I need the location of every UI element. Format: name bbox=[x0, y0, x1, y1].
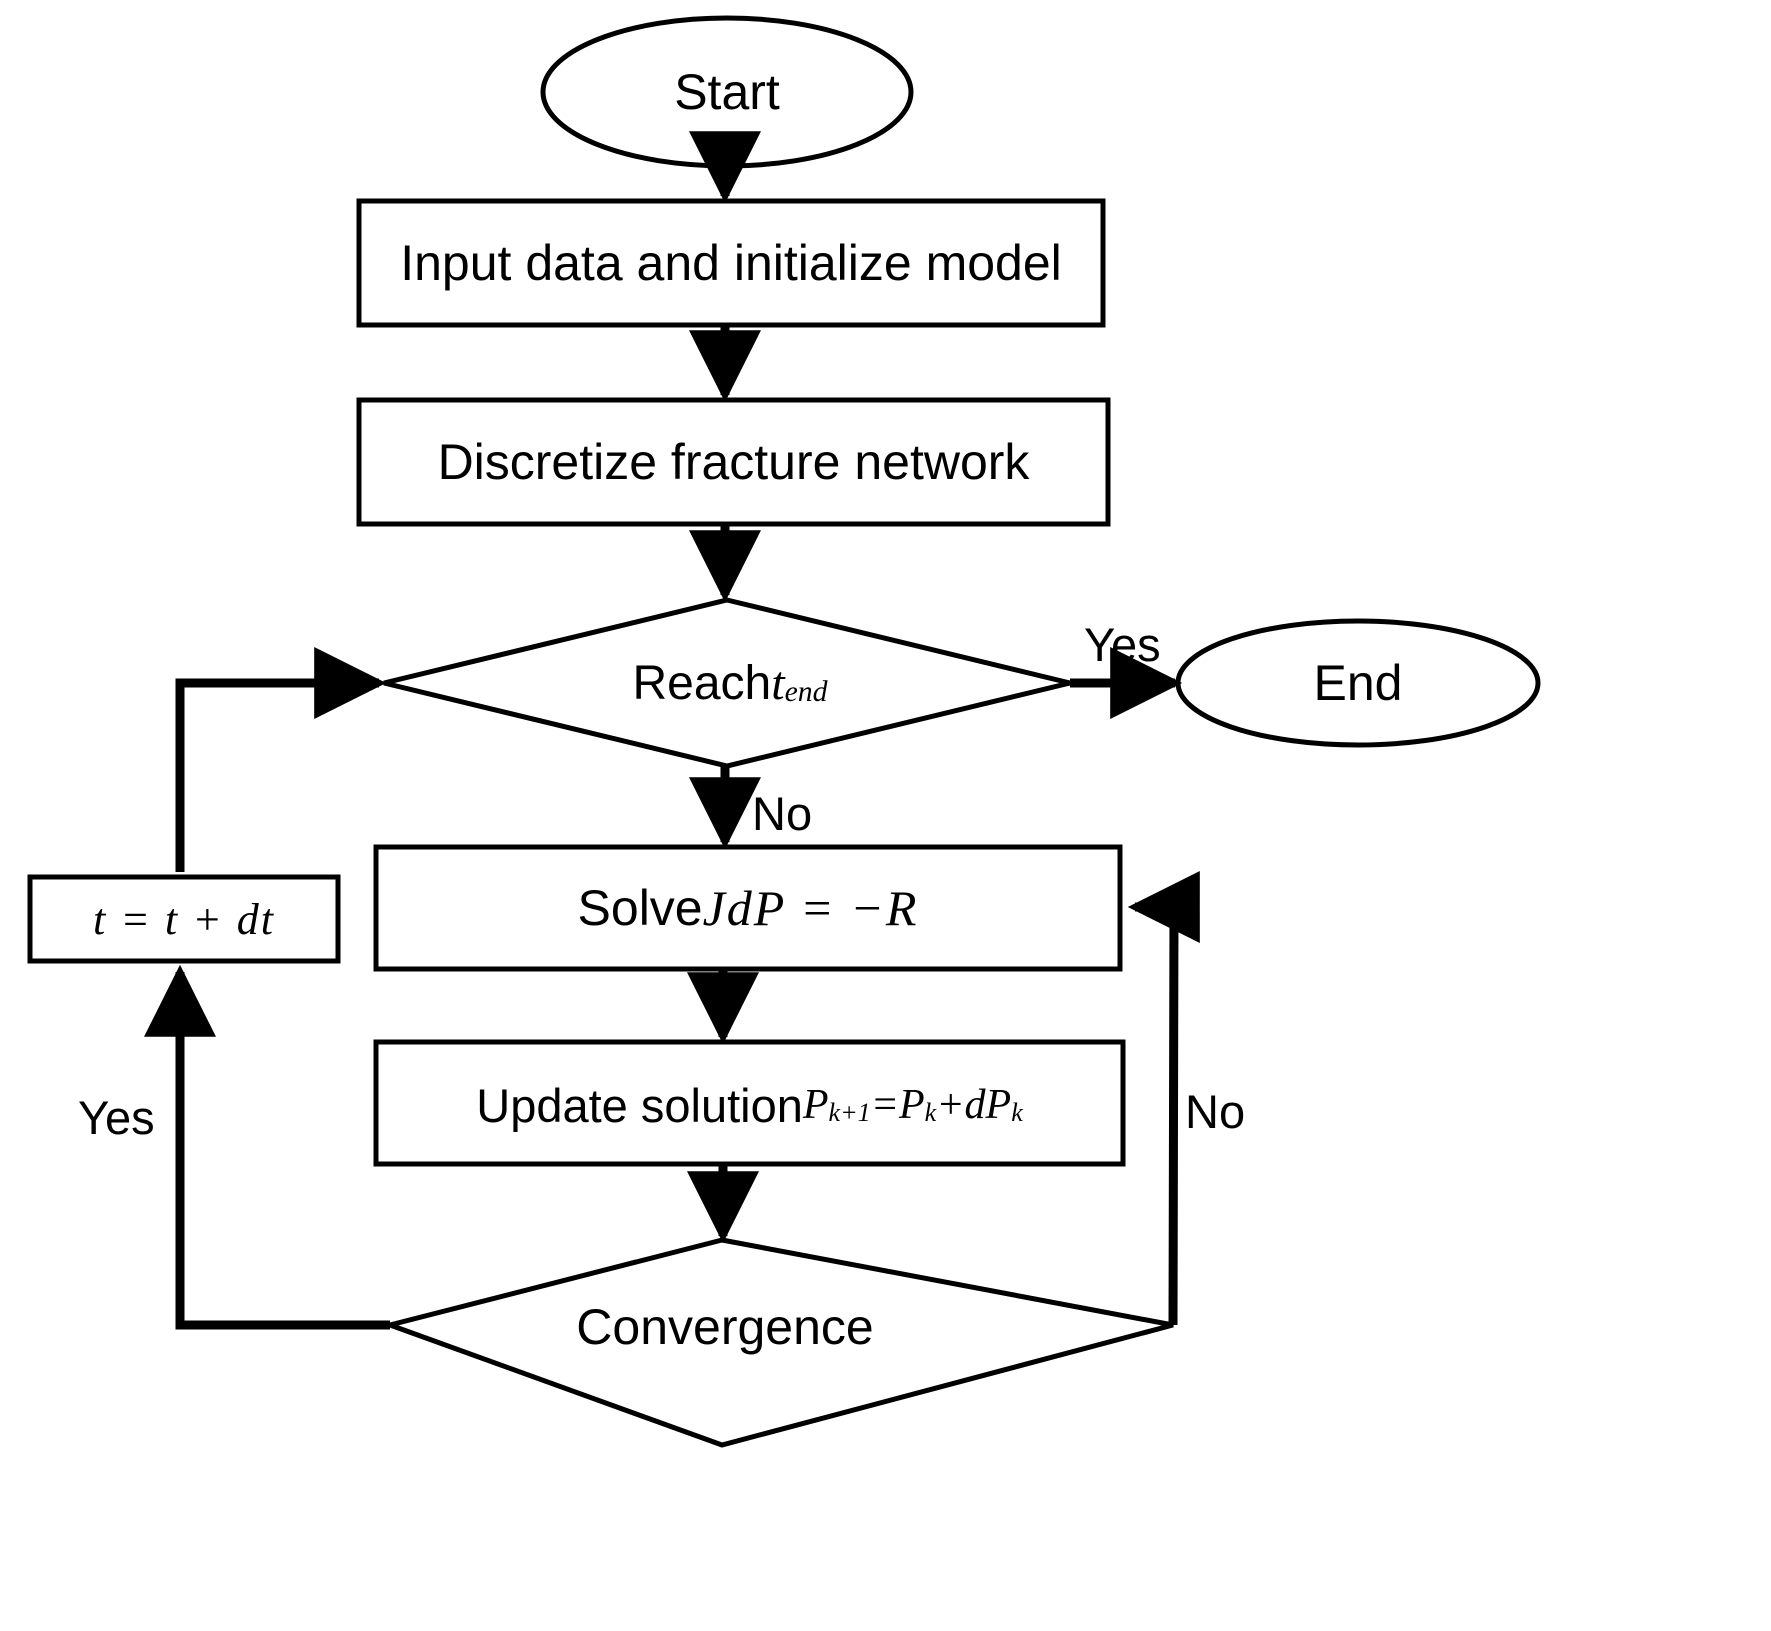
reach-decision-diamond[interactable] bbox=[383, 597, 1071, 769]
connector-convergence-yes-to-timestep bbox=[144, 964, 390, 1330]
update-box[interactable] bbox=[373, 1039, 1126, 1167]
edge-label-convergence-yes: Yes bbox=[78, 1091, 155, 1144]
start-ellipse[interactable] bbox=[540, 15, 914, 169]
input-box[interactable] bbox=[356, 198, 1106, 328]
convergence-diamond[interactable] bbox=[381, 1237, 1174, 1448]
discretize-box[interactable] bbox=[356, 397, 1111, 527]
end-ellipse[interactable] bbox=[1175, 618, 1541, 748]
connector-convergence-no-to-solve bbox=[1127, 871, 1200, 1326]
edge-label-reach-yes: Yes bbox=[1084, 618, 1161, 671]
edge-label-convergence-no: No bbox=[1185, 1085, 1246, 1138]
timestep-box[interactable] bbox=[27, 874, 341, 964]
connector-timestep-to-reach bbox=[175, 647, 387, 872]
edge-label-reach-no: No bbox=[752, 787, 813, 840]
solve-box[interactable] bbox=[373, 844, 1123, 972]
